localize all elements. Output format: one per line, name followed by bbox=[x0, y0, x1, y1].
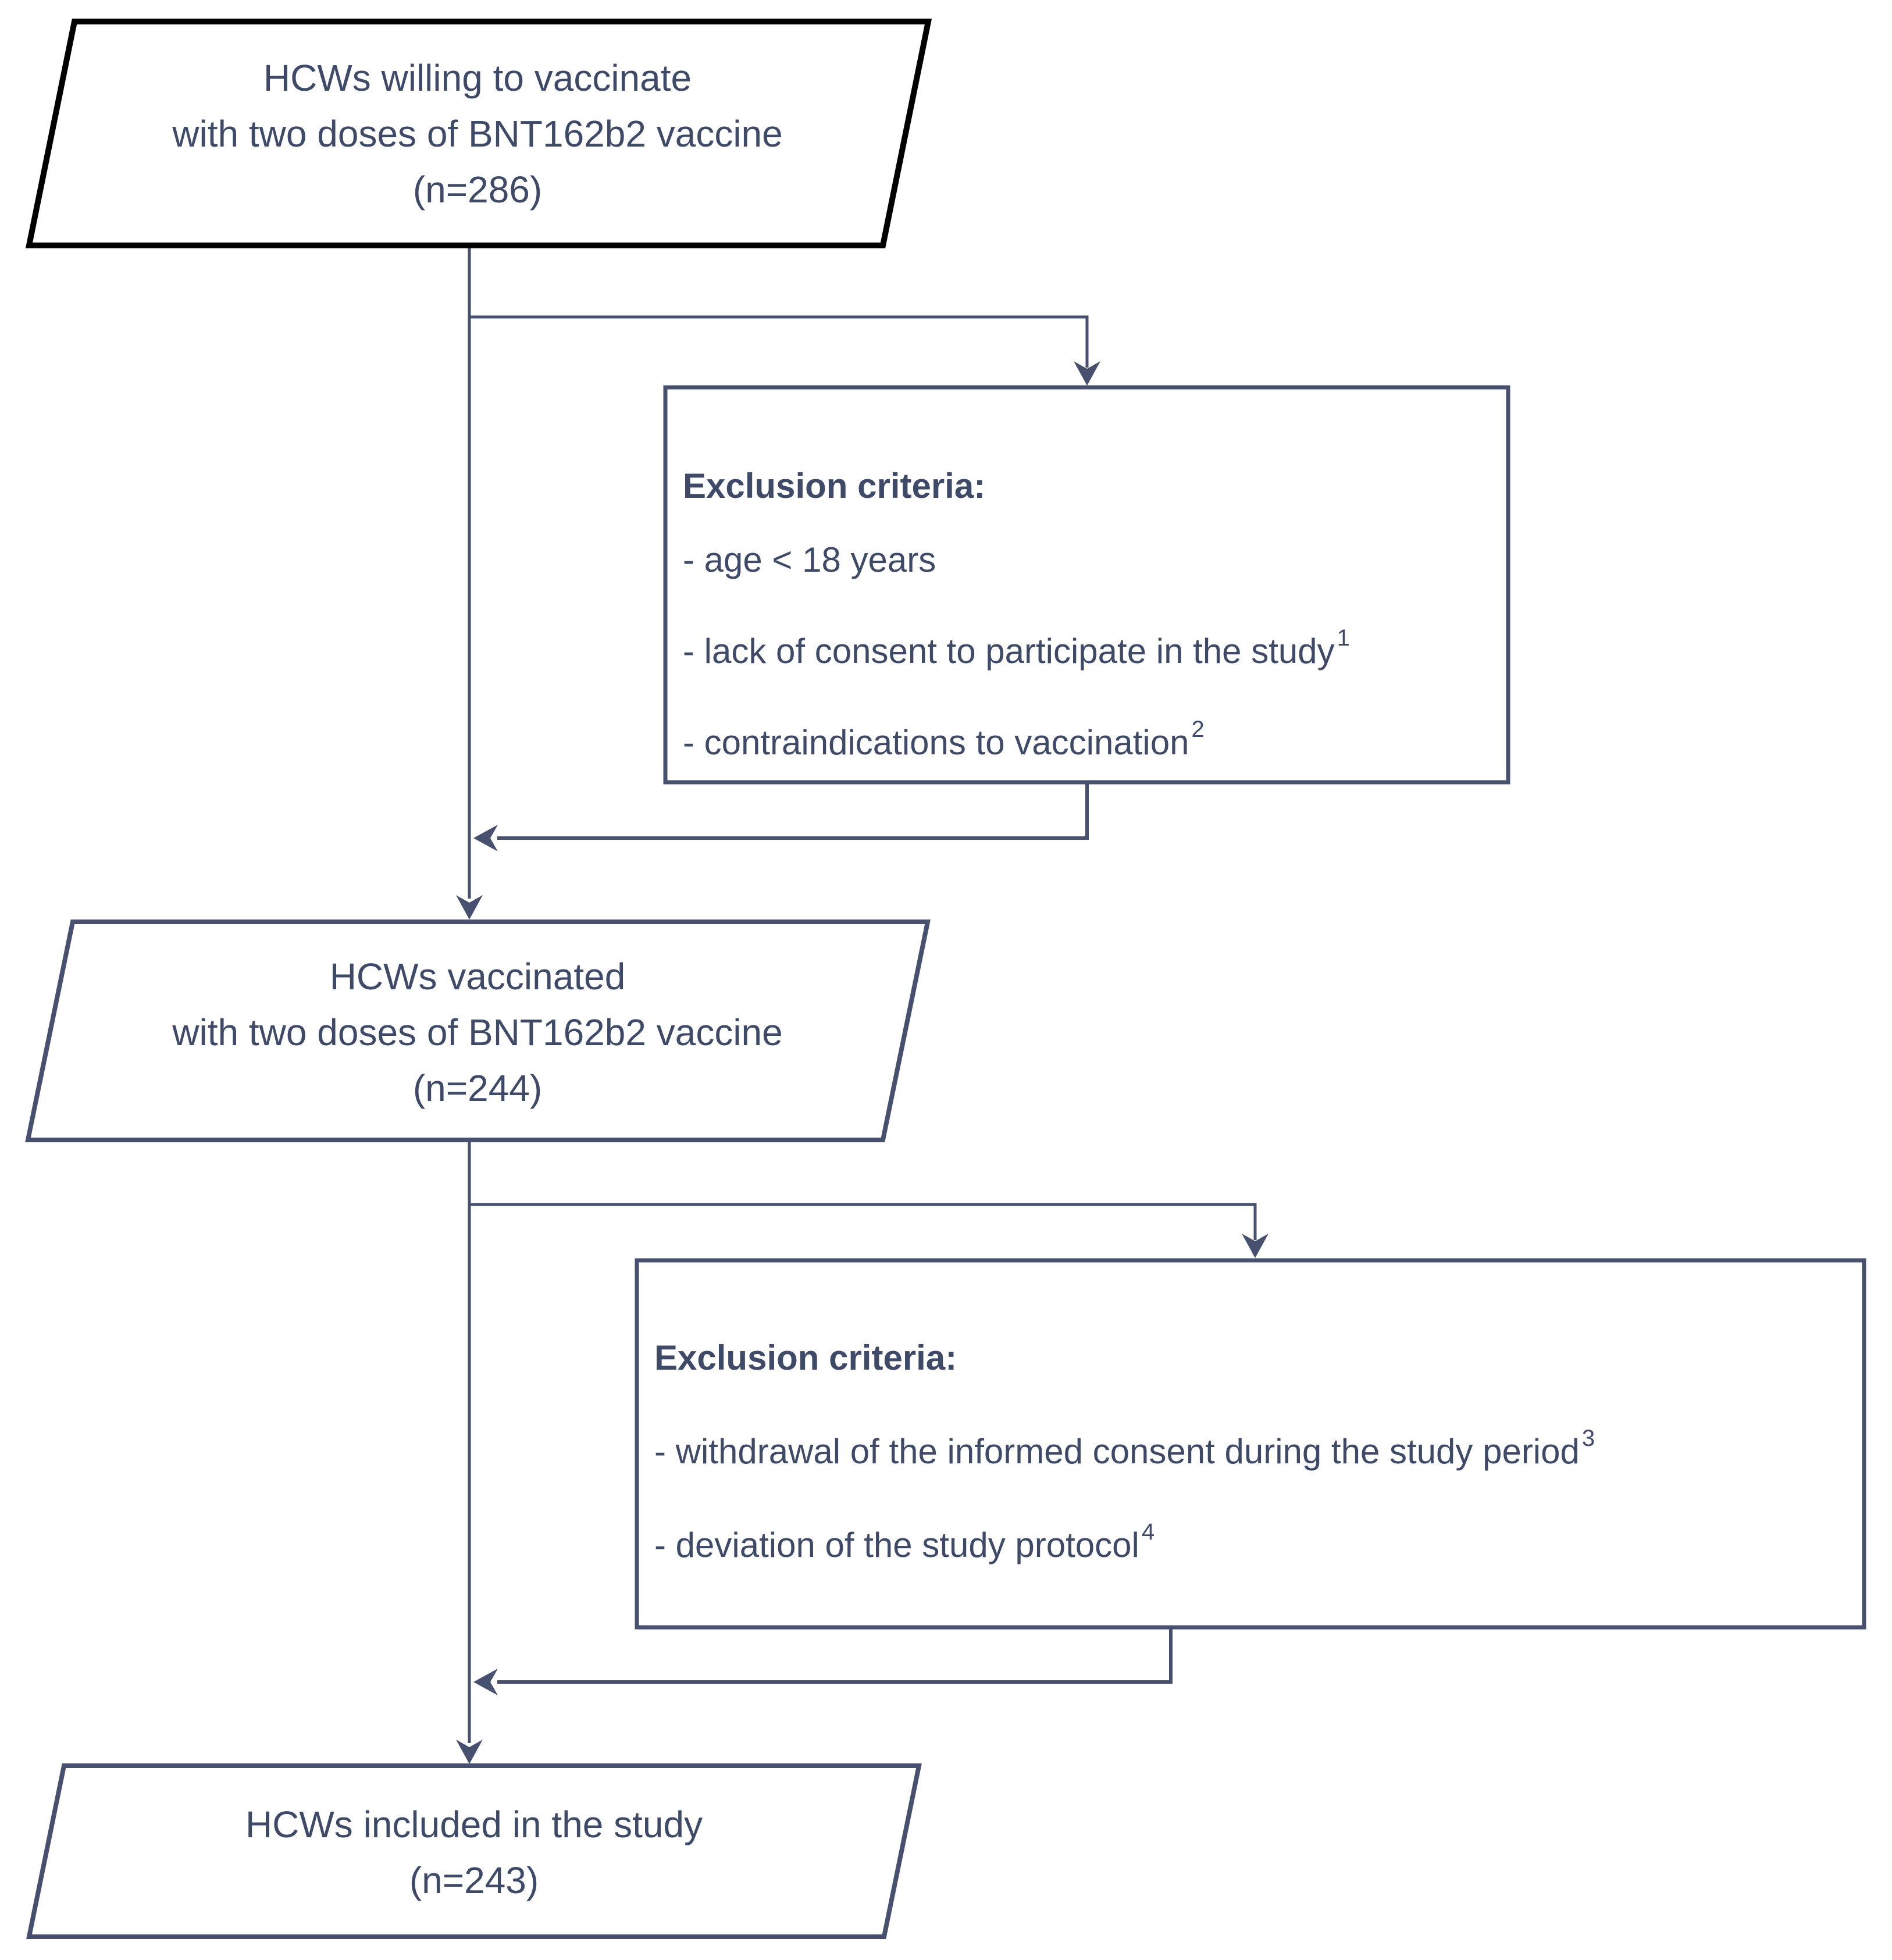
arrowhead-into-included bbox=[456, 1740, 483, 1764]
arrowhead-return-1-into-main-line bbox=[473, 825, 498, 851]
arrowhead-into-exclusion-2 bbox=[1242, 1234, 1269, 1258]
parallelogram-vaccinated-shape bbox=[25, 920, 931, 1142]
arrowhead-into-vaccinated bbox=[456, 895, 483, 920]
arrowhead-into-exclusion-1 bbox=[1074, 361, 1100, 386]
connector-branch-to-exclusion-2 bbox=[469, 1203, 1257, 1240]
arrowhead-return-2-into-main-line bbox=[473, 1669, 498, 1695]
connector-return-from-exclusion-2 bbox=[497, 1629, 1173, 1684]
connector-return-from-exclusion-1 bbox=[497, 784, 1089, 840]
parallelogram-willing-shape bbox=[25, 19, 932, 248]
parallelogram-included-shape bbox=[26, 1763, 922, 1939]
connector-branch-to-exclusion-1 bbox=[469, 315, 1089, 368]
exclusion-box-2-shape bbox=[635, 1258, 1866, 1630]
exclusion-box-1-shape bbox=[663, 385, 1510, 785]
